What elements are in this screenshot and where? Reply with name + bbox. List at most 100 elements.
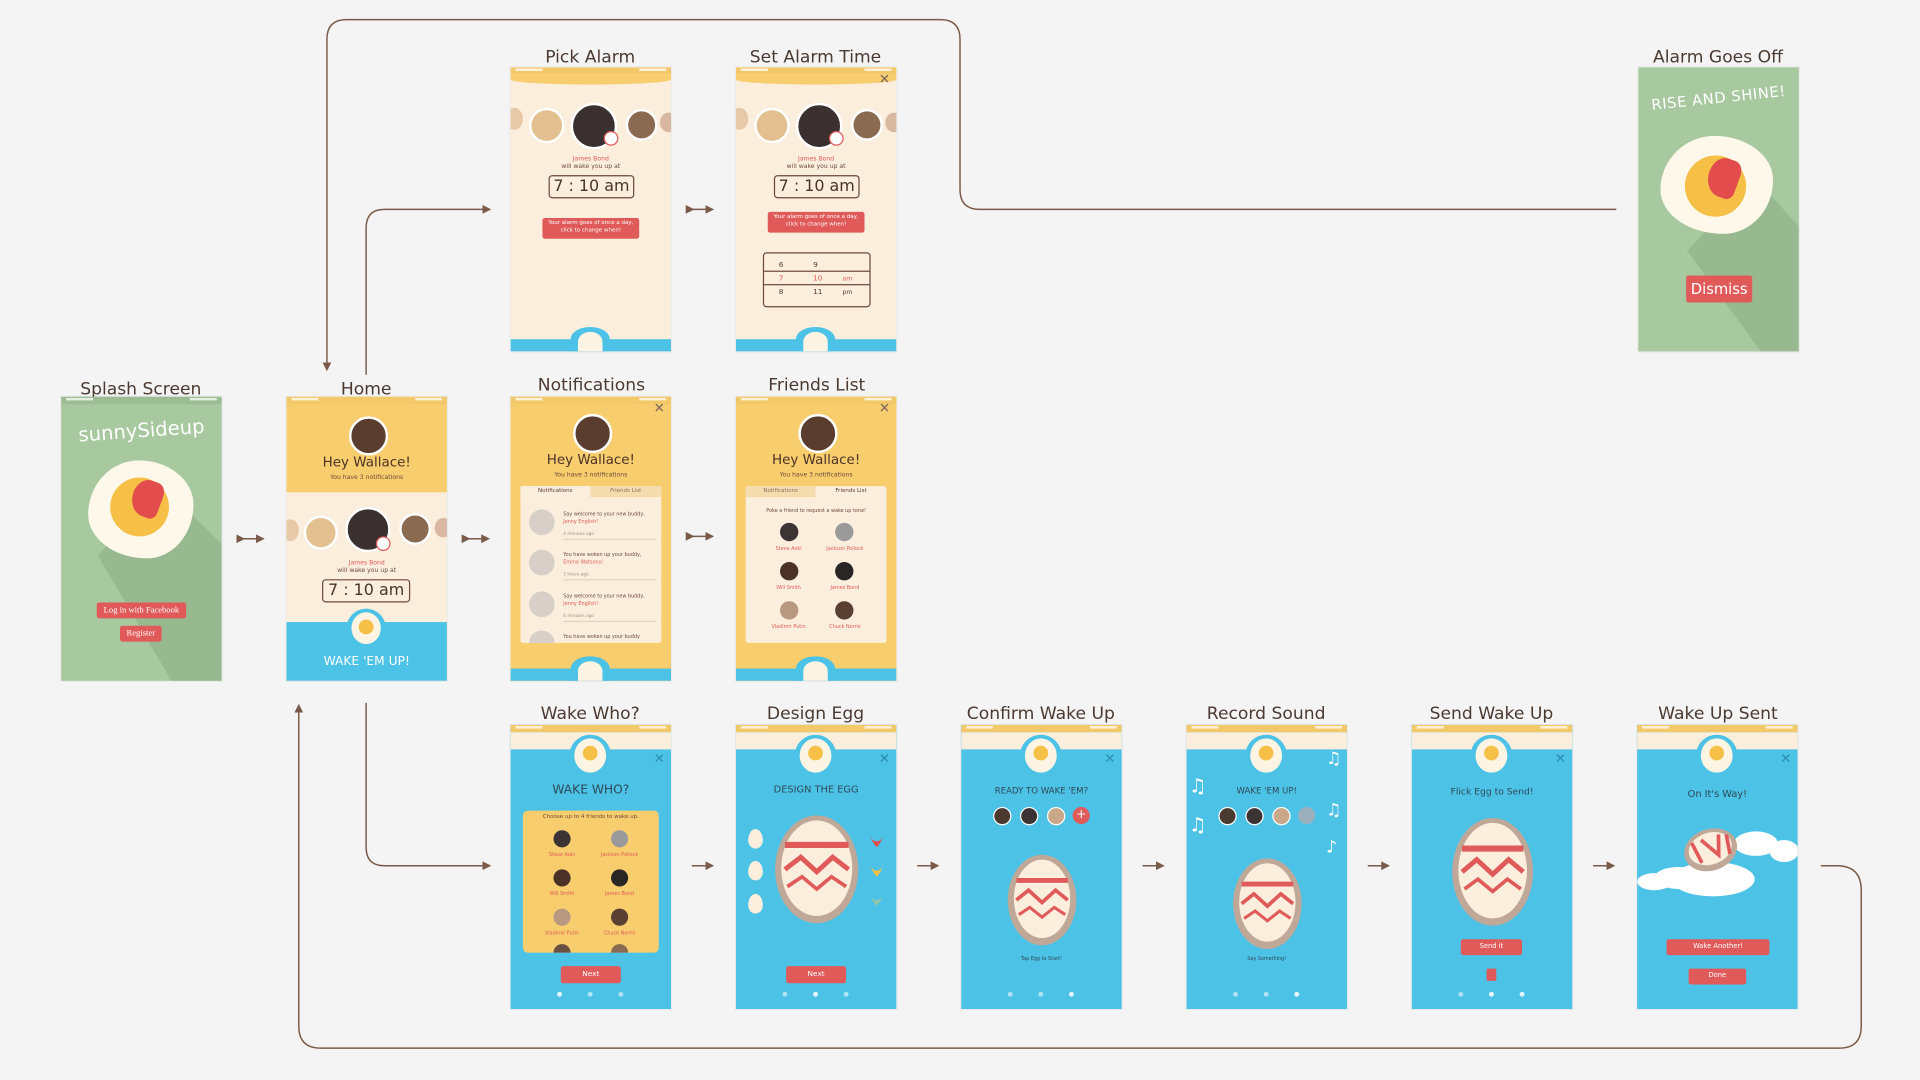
- friends-panel: Notifications Friends List Poke a friend…: [745, 486, 887, 643]
- friend-avatar[interactable]: [553, 908, 571, 926]
- avatar[interactable]: [885, 112, 897, 133]
- friend-avatar[interactable]: [553, 869, 571, 887]
- egg-yolk: [1709, 745, 1725, 761]
- title-confirm-wake-up: Confirm Wake Up: [966, 704, 1115, 724]
- friend-name: Jackson Pollock: [600, 851, 639, 858]
- music-note-icon: ♫: [1188, 773, 1207, 798]
- avatar[interactable]: [399, 513, 432, 545]
- egg-icon[interactable]: [577, 331, 603, 352]
- friend-avatar[interactable]: [611, 830, 629, 848]
- next-button[interactable]: Next: [786, 966, 847, 984]
- close-icon[interactable]: ✕: [1104, 750, 1116, 767]
- friend-avatar[interactable]: [835, 601, 854, 620]
- friend-avatar[interactable]: [611, 908, 629, 926]
- friend-avatar[interactable]: [553, 830, 571, 848]
- trash-icon[interactable]: [1486, 968, 1497, 981]
- avatar-selected[interactable]: [570, 102, 618, 150]
- alarm-note-button[interactable]: Your alarm goes of once a day, click to …: [542, 217, 640, 239]
- avatar[interactable]: [510, 107, 523, 130]
- alarm-note-button[interactable]: Your alarm goes of once a day, click to …: [767, 211, 865, 233]
- record-indicator-icon: [1297, 806, 1316, 825]
- status-bar: [1637, 724, 1798, 733]
- friend-name: Will Smith: [776, 584, 801, 591]
- egg-option[interactable]: [748, 860, 763, 881]
- egg-canvas[interactable]: [736, 725, 896, 1009]
- avatar[interactable]: [851, 108, 883, 141]
- avatar[interactable]: [735, 107, 749, 130]
- friend-avatar[interactable]: [835, 562, 854, 581]
- time-display[interactable]: 7 : 10 am: [322, 579, 411, 603]
- screen-friends-list: ✕ Hey Wallace! You have 3 notifications …: [735, 396, 897, 681]
- friend-avatar[interactable]: [611, 869, 629, 887]
- close-icon[interactable]: ✕: [878, 750, 891, 767]
- avatar[interactable]: [625, 108, 658, 141]
- picker-rule: [764, 284, 870, 286]
- egg-option[interactable]: [748, 828, 763, 849]
- close-icon[interactable]: ✕: [653, 400, 665, 417]
- time-display[interactable]: 7 : 10 am: [773, 175, 860, 199]
- status-bar: [735, 67, 897, 75]
- time-picker[interactable]: 6 9 7 10 am 8 11 pm: [762, 252, 871, 308]
- egg-yolk: [582, 745, 598, 761]
- friend-name: Chuck Norris: [829, 623, 861, 630]
- egg-yolk: [1258, 745, 1274, 761]
- avatar[interactable]: [303, 515, 338, 550]
- egg-option[interactable]: [748, 893, 763, 914]
- tab-notifications[interactable]: Notifications: [745, 486, 816, 498]
- done-button[interactable]: Done: [1688, 968, 1747, 985]
- wake-em-up-button[interactable]: WAKE 'EM UP!: [323, 655, 410, 669]
- avatar[interactable]: [660, 112, 672, 133]
- picker-hour: 8: [778, 287, 784, 297]
- egg-graphic[interactable]: [1412, 725, 1572, 1009]
- divider: [563, 538, 657, 541]
- avatar[interactable]: [434, 517, 447, 538]
- close-icon[interactable]: ✕: [878, 400, 891, 417]
- title-wake-up-sent: Wake Up Sent: [1658, 704, 1778, 724]
- tab-friends-list[interactable]: Friends List: [835, 488, 867, 495]
- notification-time: 4 minutes ago: [563, 531, 595, 537]
- facebook-login-button[interactable]: Log in with Facebook: [96, 602, 187, 619]
- status-bar: [1411, 724, 1573, 733]
- profile-avatar[interactable]: [348, 416, 389, 456]
- egg-icon[interactable]: [803, 331, 828, 352]
- friend-avatar[interactable]: [780, 522, 799, 542]
- profile-avatar[interactable]: [573, 413, 613, 454]
- wake-another-button[interactable]: Wake Another!: [1666, 939, 1770, 956]
- egg-icon[interactable]: [577, 661, 603, 681]
- friend-avatar[interactable]: [553, 944, 571, 953]
- add-friend-button[interactable]: +: [1072, 806, 1090, 825]
- profile-avatar[interactable]: [798, 413, 838, 454]
- confirm-heading: READY TO WAKE 'EM?: [994, 786, 1089, 796]
- egg-graphic[interactable]: [961, 725, 1121, 1009]
- close-icon[interactable]: ✕: [653, 750, 665, 767]
- egg-graphic[interactable]: [1187, 725, 1347, 1009]
- tab-notifications[interactable]: Notifications: [520, 486, 591, 498]
- register-button[interactable]: Register: [120, 625, 162, 642]
- egg-icon[interactable]: [803, 661, 828, 681]
- picker-min: 9: [813, 260, 818, 270]
- tab-friends-list[interactable]: Friends List: [590, 486, 662, 498]
- avatar[interactable]: [528, 107, 565, 144]
- time-display[interactable]: 7 : 10 am: [548, 175, 635, 199]
- avatar[interactable]: [754, 107, 790, 144]
- friend-avatar[interactable]: [780, 601, 799, 620]
- avatar-selected[interactable]: [345, 506, 391, 553]
- friend-avatar[interactable]: [611, 944, 629, 953]
- close-icon[interactable]: ✕: [1554, 750, 1567, 767]
- friend-name: Vladimir Putin: [771, 623, 806, 630]
- picker-min-selected: 10: [813, 274, 823, 283]
- screen-wake-who: ✕ WAKE WHO? Choose up to 4 friends to wa…: [510, 724, 672, 1009]
- send-it-button[interactable]: Send it: [1460, 939, 1523, 956]
- close-icon[interactable]: ✕: [878, 71, 891, 87]
- close-icon[interactable]: ✕: [1780, 750, 1792, 767]
- friend-avatar[interactable]: [835, 522, 854, 542]
- friend-name: Will Smith: [549, 890, 575, 897]
- dismiss-button[interactable]: Dismiss: [1686, 275, 1753, 303]
- next-button[interactable]: Next: [560, 966, 621, 984]
- status-bar: [510, 396, 672, 405]
- picker-ampm: pm: [842, 288, 853, 297]
- picker-min: 11: [813, 287, 823, 297]
- friend-avatar[interactable]: [780, 562, 799, 581]
- avatar[interactable]: [286, 519, 299, 542]
- notification-name: Jenny English!: [563, 517, 599, 525]
